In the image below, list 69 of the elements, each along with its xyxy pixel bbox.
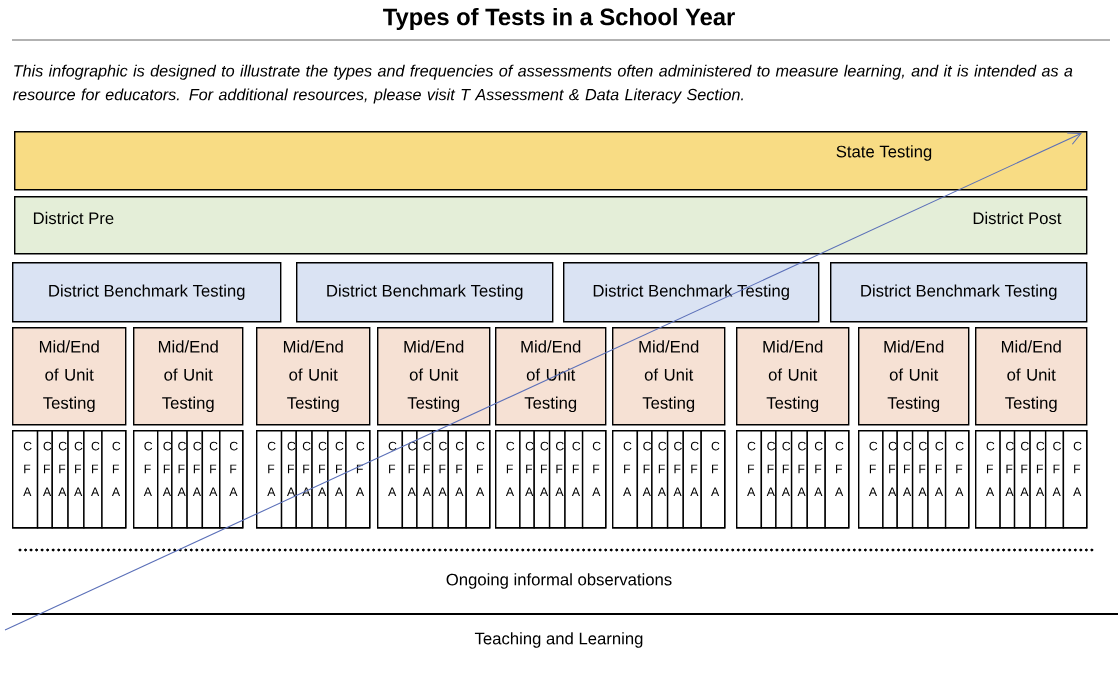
assessment-column: C F A bbox=[896, 430, 914, 529]
assessment-column: C F A bbox=[666, 430, 684, 529]
unit-box: Mid/End of Unit Testing bbox=[975, 327, 1088, 426]
title: Types of Tests in a School Year bbox=[383, 7, 735, 31]
assessment-column: C F A bbox=[682, 430, 702, 529]
assessment-column: C F A bbox=[101, 430, 127, 529]
assessment-column: C F A bbox=[495, 430, 521, 529]
assessment-column: C F A bbox=[256, 430, 283, 529]
assessment-column: C F A bbox=[806, 430, 826, 529]
assessment-column: C F A bbox=[911, 430, 929, 529]
assessment-column: C F A bbox=[51, 430, 69, 529]
assessment-column: C F A bbox=[201, 430, 221, 529]
district-band: District Pre District Post bbox=[14, 196, 1088, 255]
benchmark-box: District Benchmark Testing bbox=[830, 262, 1088, 323]
assessment-column: C F A bbox=[465, 430, 491, 529]
assessment-column: C F A bbox=[533, 430, 551, 529]
assessment-column: C F A bbox=[858, 430, 884, 529]
assessment-column: C F A bbox=[564, 430, 584, 529]
assessment-column: C F A bbox=[1062, 430, 1088, 529]
label: Teaching and Learning bbox=[474, 632, 643, 648]
assessment-column: C F A bbox=[295, 430, 313, 529]
assessment-column: C F A bbox=[1029, 430, 1047, 529]
assessment-column: C F A bbox=[760, 430, 777, 529]
unit-box: Mid/End of Unit Testing bbox=[12, 327, 127, 426]
unit-box: Mid/End of Unit Testing bbox=[858, 327, 970, 426]
assessment-column: C F A bbox=[581, 430, 607, 529]
assessment-column: C F A bbox=[345, 430, 371, 529]
assessment-column: C F A bbox=[999, 430, 1016, 529]
benchmark-box: District Benchmark Testing bbox=[563, 262, 820, 323]
assessment-column: C F A bbox=[157, 430, 173, 529]
assessment-column: C F A bbox=[133, 430, 159, 529]
assessment-column: C F A bbox=[775, 430, 793, 529]
assessment-column: C F A bbox=[927, 430, 947, 529]
assessment-column: C F A bbox=[790, 430, 808, 529]
unit-box: Mid/End of Unit Testing bbox=[256, 327, 371, 426]
assessment-column: C F A bbox=[280, 430, 297, 529]
assessment-column: C F A bbox=[377, 430, 404, 529]
assessment-column: C F A bbox=[975, 430, 1001, 529]
assessment-column: C F A bbox=[416, 430, 434, 529]
assessment-column: C F A bbox=[311, 430, 329, 529]
assessment-column: C F A bbox=[83, 430, 103, 529]
assessment-column: C F A bbox=[12, 430, 39, 529]
assessment-column: C F A bbox=[186, 430, 204, 529]
assessment-column: C F A bbox=[700, 430, 726, 529]
unit-box: Mid/End of Unit Testing bbox=[612, 327, 726, 426]
benchmark-box: District Benchmark Testing bbox=[12, 262, 282, 323]
assessment-column: C F A bbox=[736, 430, 763, 529]
assessment-column: C F A bbox=[171, 430, 188, 529]
benchmark-box: District Benchmark Testing bbox=[296, 262, 554, 323]
assessment-column: C F A bbox=[1013, 430, 1031, 529]
assessment-column: C F A bbox=[36, 430, 53, 529]
label: Ongoing informal observations bbox=[446, 573, 672, 589]
unit-box: Mid/End of Unit Testing bbox=[133, 327, 244, 426]
assessment-column: C F A bbox=[636, 430, 653, 529]
assessment-column: C F A bbox=[824, 430, 850, 529]
assessment-column: C F A bbox=[612, 430, 639, 529]
assessment-column: C F A bbox=[401, 430, 418, 529]
unit-box: Mid/End of Unit Testing bbox=[736, 327, 850, 426]
assessment-column: C F A bbox=[431, 430, 449, 529]
assessment-column: C F A bbox=[219, 430, 244, 529]
assessment-column: C F A bbox=[1044, 430, 1065, 529]
caption: This infographic is designed to illustrate the types and frequencies of assessments often administered to measure learning, and it is intended as a resource for educators. For additional resources, please visit T Assessment & Data Literacy Section. bbox=[13, 64, 1073, 104]
assessment-column: C F A bbox=[651, 430, 669, 529]
assessment-column: C F A bbox=[944, 430, 970, 529]
assessment-column: C F A bbox=[447, 430, 467, 529]
assessment-column: C F A bbox=[548, 430, 566, 529]
assessment-column: C F A bbox=[67, 430, 85, 529]
unit-box: Mid/End of Unit Testing bbox=[377, 327, 491, 426]
state-band: State Testing bbox=[14, 131, 1088, 191]
